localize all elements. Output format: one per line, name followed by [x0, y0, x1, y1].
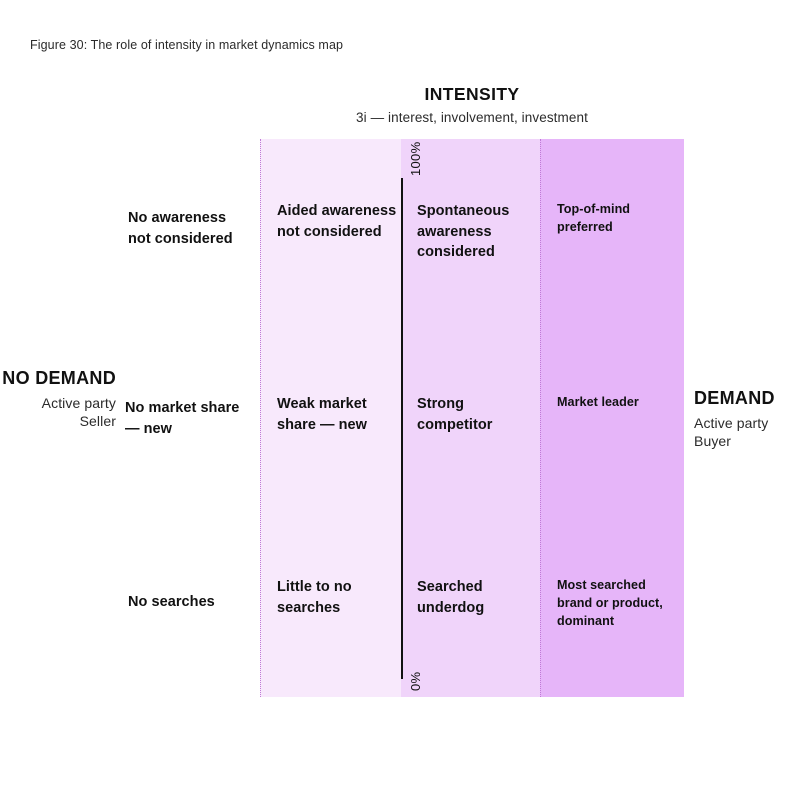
matrix-cell-high-awareness: Top-of-mind preferred: [557, 201, 689, 237]
matrix-cell-mid-searches: Searched underdog: [417, 577, 545, 618]
demand-block: DEMAND Active party Buyer: [694, 388, 800, 450]
matrix-cell-low-searches: Little to no searches: [277, 577, 405, 618]
matrix-cell-label: Spontaneous awareness considered: [417, 203, 510, 261]
no-demand-role: Seller: [79, 412, 116, 429]
matrix-cell-label: Strong competitor: [417, 396, 493, 433]
matrix-cell-high-searches: Most searched brand or product, dominant: [557, 577, 689, 631]
matrix-cell-label: Top-of-mind preferred: [557, 202, 631, 234]
axis-tick-label-0-percent: 0%: [408, 671, 423, 691]
intensity-subtitle: 3i — interest, involvement, investment: [356, 110, 588, 125]
matrix-cell-low-awareness: Aided awareness not considered: [277, 201, 405, 242]
demand-active-party: Active party: [694, 414, 769, 431]
no-demand-title: NO DEMAND: [2, 368, 116, 388]
matrix-cell-label: Weak market share — new: [277, 396, 367, 433]
no-demand-block: NO DEMAND Active party Seller: [0, 368, 116, 430]
no-demand-active-party: Active party: [41, 394, 116, 411]
intensity-title: INTENSITY: [424, 84, 520, 104]
row-label-no-searches: No searches: [128, 594, 215, 610]
demand-role: Buyer: [694, 432, 732, 449]
intensity-axis-line: [401, 178, 404, 679]
matrix-cell-label: Market leader: [557, 395, 639, 409]
figure-caption: Figure 30: The role of intensity in mark…: [30, 38, 344, 52]
matrix-cell-mid-awareness: Spontaneous awareness considered: [417, 201, 545, 263]
matrix-column-low-intensity: Aided awareness not considered Weak mark…: [260, 139, 401, 697]
matrix-cell-label: Searched underdog: [417, 579, 485, 616]
matrix-cell-label: Little to no searches: [277, 579, 352, 616]
intensity-axis-header: INTENSITY 3i — interest, involvement, in…: [260, 84, 684, 125]
matrix-cell-mid-market-share: Strong competitor: [417, 394, 545, 435]
matrix-column-medium-intensity: Spontaneous awareness considered Strong …: [401, 139, 540, 697]
matrix-cell-label: Most searched brand or product, dominant: [557, 578, 663, 628]
matrix-cell-label: Aided awareness not considered: [277, 203, 397, 240]
demand-title: DEMAND: [694, 388, 775, 408]
axis-tick-label-100-percent: 100%: [408, 141, 423, 176]
row-label-no-awareness: No awareness not considered: [128, 210, 233, 247]
matrix-column-high-intensity: Top-of-mind preferred Market leader Most…: [540, 139, 684, 697]
matrix-cell-high-market-share: Market leader: [557, 394, 689, 412]
matrix-cell-low-market-share: Weak market share — new: [277, 394, 405, 435]
row-label-no-market-share: No market share — new: [125, 400, 240, 437]
market-dynamics-matrix: Aided awareness not considered Weak mark…: [260, 139, 684, 697]
